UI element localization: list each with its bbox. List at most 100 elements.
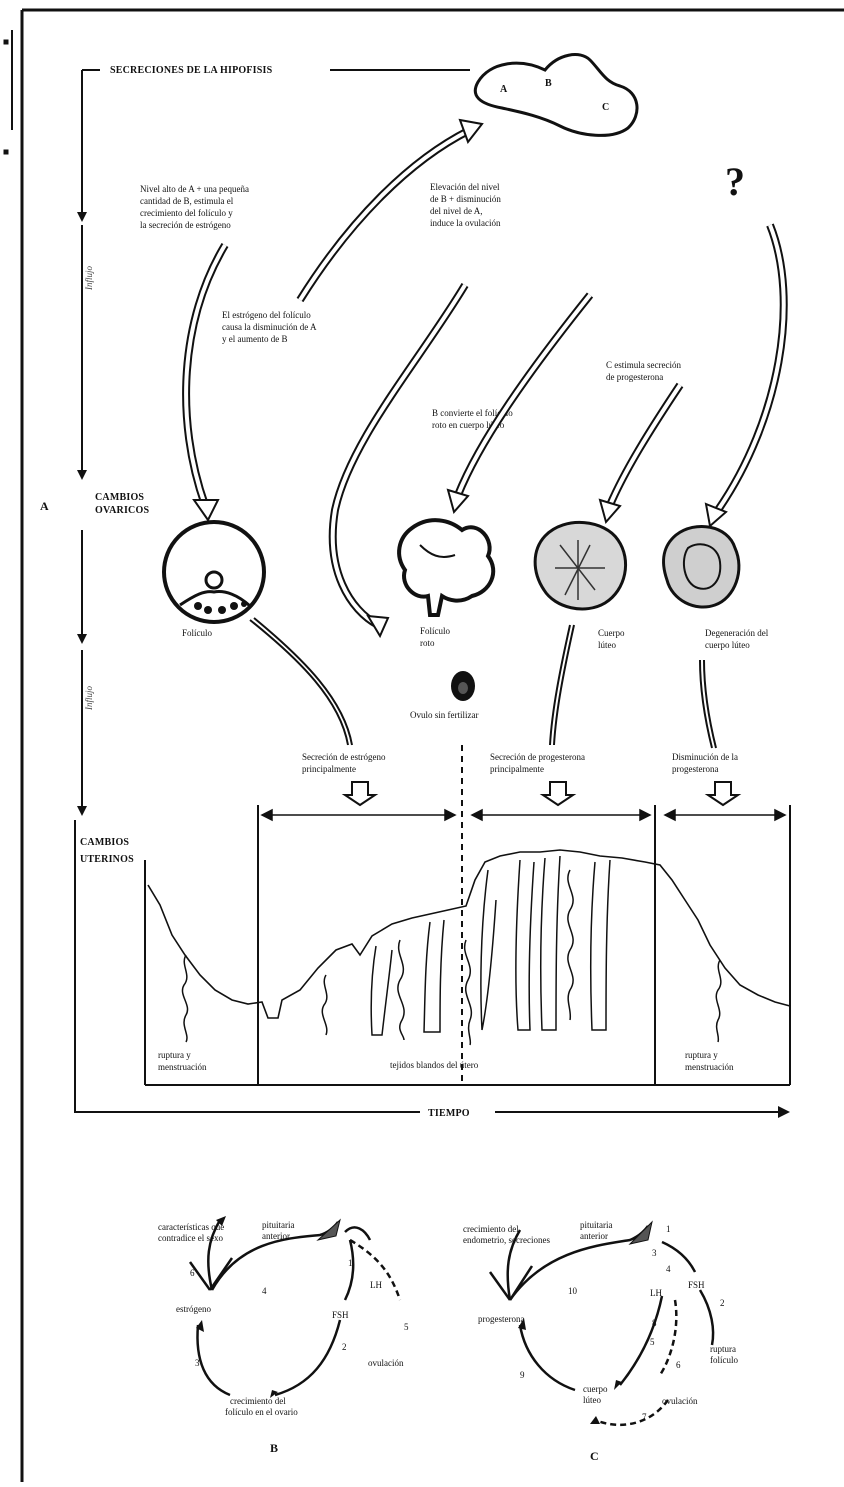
ruptured-label-2: roto <box>420 638 435 648</box>
svg-text:causa la disminución de A: causa la disminución de A <box>222 322 317 332</box>
secretion-progesterone-1: Secreción de progesterona <box>490 752 585 762</box>
degeneration-icon <box>664 526 739 607</box>
cycle-b-top-left-2: contradice el sexo <box>158 1233 223 1243</box>
uterine-changes: CAMBIOS UTERINOS <box>75 745 790 1119</box>
svg-text:induce la ovulación: induce la ovulación <box>430 218 501 228</box>
cycle-c-ruptured-1: ruptura <box>710 1344 736 1354</box>
cycle-b-num-4: 4 <box>262 1286 267 1296</box>
follicle-label: Folículo <box>182 628 213 638</box>
svg-text:Elevación del nivel: Elevación del nivel <box>430 182 500 192</box>
cycle-c-fsh: FSH <box>688 1280 705 1290</box>
ruptured-label-1: Folículo <box>420 626 451 636</box>
note-estrogen-stimulus: Nivel alto de A + una pequeña cantidad d… <box>140 184 249 230</box>
explanatory-notes: Nivel alto de A + una pequeña cantidad d… <box>140 182 681 430</box>
svg-text:El estrógeno del folículo: El estrógeno del folículo <box>222 310 311 320</box>
arrow-to-follicle <box>186 245 225 520</box>
cycle-b-num-1: 1 <box>348 1258 353 1268</box>
cycle-b-top-left-1: características que <box>158 1222 224 1232</box>
cycle-b-num-5: 5 <box>404 1322 409 1332</box>
gland-label-a: A <box>500 84 508 95</box>
svg-text:C estimula secreción: C estimula secreción <box>606 360 681 370</box>
cycle-b-num-3: 3 <box>195 1358 200 1368</box>
arrow-to-ruptured-follicle <box>333 285 465 636</box>
cycle-b-num-2: 2 <box>342 1342 347 1352</box>
uterine-heading-1: CAMBIOS <box>80 837 129 848</box>
panel-letter-c: C <box>590 1449 599 1463</box>
secretion-progesterone-2: principalmente <box>490 764 544 774</box>
cycle-c-num-7: 7 <box>642 1412 647 1422</box>
rupture-right-1: ruptura y <box>685 1050 718 1060</box>
cycle-c-lh: LH <box>650 1288 662 1298</box>
cycle-c-pituitary-1: pituitaria <box>580 1220 613 1230</box>
gland-label-b: B <box>545 78 552 89</box>
uterine-heading-2: UTERINOS <box>80 854 134 865</box>
cycle-b-fsh: FSH <box>332 1310 349 1320</box>
down-arrow-1 <box>345 782 375 805</box>
cycle-b-growth-1: crecimiento del <box>230 1396 286 1406</box>
phase-label-1: Influjo <box>84 266 94 291</box>
ovum-label: Ovulo sin fertilizar <box>410 710 478 720</box>
soft-tissue-label: tejidos blandos del útero <box>390 1060 479 1070</box>
arrow-b-to-rupture <box>448 295 590 512</box>
cycle-diagram-c: crecimiento del endometrio, secreciones … <box>463 1220 738 1463</box>
note-progesterone-stimulus: C estimula secreción de progesterona <box>606 360 681 382</box>
cycle-b-lh: LH <box>370 1280 382 1290</box>
cycle-b-estrogen: estrógeno <box>176 1304 211 1314</box>
ovarian-heading-1: CAMBIOS <box>95 492 144 503</box>
ovarian-heading-2: OVARICOS <box>95 505 149 516</box>
cycle-c-num-2: 2 <box>720 1298 725 1308</box>
cycle-b-num-6: 6 <box>190 1268 195 1278</box>
svg-text:de B + disminución: de B + disminución <box>430 194 501 204</box>
secretion-decrease-2: progesterona <box>672 764 718 774</box>
cycle-b-arrows <box>190 1220 400 1395</box>
cycle-c-num-6: 6 <box>676 1360 681 1370</box>
page-frame <box>4 10 844 1482</box>
svg-text:de progesterona: de progesterona <box>606 372 663 382</box>
cycle-c-num-9: 9 <box>520 1370 525 1380</box>
cycle-c-ruptured-2: folículo <box>710 1355 738 1365</box>
ovarian-changes: CAMBIOS OVARICOS Folículo Folículo roto … <box>95 492 769 720</box>
question-mark: ? <box>725 159 745 204</box>
cycle-c-num-3: 3 <box>652 1248 657 1258</box>
cycle-c-ovulation: ovulación <box>662 1396 698 1406</box>
panel-letter-b: B <box>270 1441 278 1455</box>
svg-text:del nivel de A,: del nivel de A, <box>430 206 483 216</box>
corpus-label-2: lúteo <box>598 640 616 650</box>
gland-label-c: C <box>602 102 609 113</box>
svg-text:la secreción de estrógeno: la secreción de estrógeno <box>140 220 231 230</box>
cycle-b-pituitary-2: anterior <box>262 1231 290 1241</box>
note-follicle-estrogen: El estrógeno del folículo causa la dismi… <box>222 310 317 344</box>
cycle-c-num-1: 1 <box>666 1224 671 1234</box>
cycle-c-top-left-1: crecimiento del <box>463 1224 519 1234</box>
svg-text:Nivel alto de A + una pequeña: Nivel alto de A + una pequeña <box>140 184 249 194</box>
cycle-c-num-10: 10 <box>568 1286 578 1296</box>
secretion-estrogen-2: principalmente <box>302 764 356 774</box>
uterine-glands <box>182 856 720 1045</box>
cycle-c-num-5: 5 <box>650 1337 655 1347</box>
down-arrow-3 <box>708 782 738 805</box>
endometrium-profile <box>148 850 790 1018</box>
cycle-c-num-8: 8 <box>652 1318 657 1328</box>
cycle-b-growth-2: folículo en el ovario <box>225 1407 298 1417</box>
side-axis: Influjo Influjo A <box>40 225 94 816</box>
degeneration-label-2: cuerpo lúteo <box>705 640 750 650</box>
cycle-c-top-left-2: endometrio, secreciones <box>463 1235 550 1245</box>
corpus-label-1: Cuerpo <box>598 628 625 638</box>
time-axis-label: TIEMPO <box>428 1108 470 1119</box>
ruptured-follicle-icon <box>399 520 493 615</box>
unfertilized-ovum-icon <box>451 671 475 701</box>
secretion-labels: Secreción de estrógeno principalmente Se… <box>302 752 738 805</box>
hypophysis-title: SECRECIONES DE LA HIPOFISIS <box>110 65 273 76</box>
svg-text:y el aumento de B: y el aumento de B <box>222 334 287 344</box>
secretion-estrogen-1: Secreción de estrógeno <box>302 752 386 762</box>
phase-label-2: Influjo <box>84 686 94 711</box>
rupture-right-2: menstruación <box>685 1062 734 1072</box>
rupture-left-2: menstruación <box>158 1062 207 1072</box>
svg-text:cantidad de B, estimula el: cantidad de B, estimula el <box>140 196 234 206</box>
down-arrow-2 <box>543 782 573 805</box>
cycle-c-corpus-2: lúteo <box>583 1395 601 1405</box>
arrow-c-to-corpus <box>600 385 680 522</box>
rupture-left-1: ruptura y <box>158 1050 191 1060</box>
